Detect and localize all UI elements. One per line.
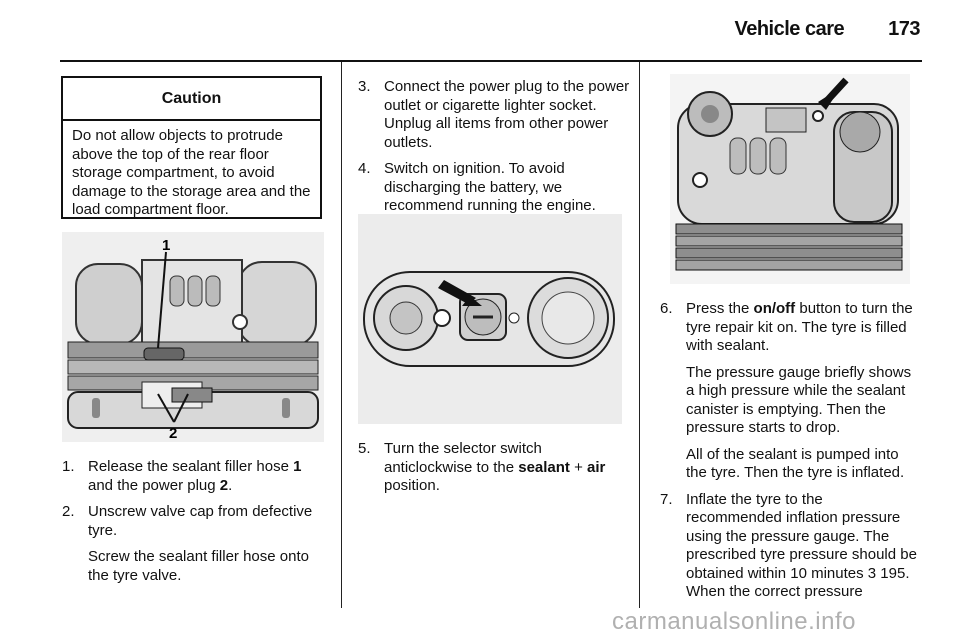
section-title: Vehicle care: [734, 18, 845, 40]
step-subtext: The pressure gauge briefly shows a high …: [686, 363, 912, 437]
step-5: 5. Turn the selector switch anticlockwis…: [358, 440, 630, 496]
keyword-sealant: sealant: [518, 458, 570, 476]
header-rule: [60, 60, 922, 62]
figure-on-off-button: [670, 74, 910, 284]
on-off-illustration: [670, 74, 910, 284]
step-text: Switch on ignition. To avoid discharging…: [384, 160, 596, 214]
step-text: +: [569, 458, 588, 476]
step-subtext: All of the sealant is pumped into the ty…: [686, 445, 905, 482]
step-number: 7.: [660, 490, 673, 508]
column-divider-1: [341, 62, 342, 608]
keyword-on-off: on/off: [753, 300, 796, 317]
ref-1: 1: [293, 458, 302, 475]
step-number: 2.: [62, 503, 75, 520]
caution-box: Caution Do not allow objects to protrude…: [61, 76, 322, 219]
figure-selector-switch: [358, 214, 622, 424]
column-2-steps: 3. Connect the power plug to the power o…: [358, 78, 630, 224]
step-number: 6.: [660, 300, 673, 317]
step-text: Turn the selector switch anticlockwise t…: [384, 440, 542, 476]
step-text: Connect the power plug to the power outl…: [384, 78, 630, 151]
page-ref-icon[interactable]: 3: [867, 564, 877, 582]
step-text: 195. When the correct pressure: [686, 564, 910, 601]
ref-2: 2: [219, 476, 229, 494]
step-text: Press the: [686, 300, 754, 317]
step-3: 3. Connect the power plug to the power o…: [358, 78, 630, 152]
step-text: .: [228, 476, 233, 494]
column-3-steps: 6. Press the on/off button to turn the t…: [660, 300, 922, 610]
step-7: 7. Inflate the tyre to the recommended i…: [660, 491, 922, 602]
step-text: button to turn the tyre repair kit on. T…: [686, 300, 913, 354]
compressor-hose-illustration: 1 2: [62, 232, 324, 442]
selector-switch-illustration: [358, 214, 622, 424]
column-2-step-5: 5. Turn the selector switch anticlockwis…: [358, 440, 630, 504]
step-text: and the power plug: [88, 476, 220, 494]
step-number: 1.: [62, 458, 75, 475]
keyword-air: air: [587, 458, 606, 476]
step-text: Inflate the tyre to the recommended infl…: [686, 490, 917, 582]
watermark: carmanualsonline.info: [612, 608, 856, 635]
step-6: 6. Press the on/off button to turn the t…: [660, 300, 922, 483]
figure-compressor-hose: 1 2: [62, 232, 324, 442]
step-4: 4. Switch on ignition. To avoid discharg…: [358, 160, 630, 216]
step-subtext: Screw the sealant filler hose onto the t…: [88, 548, 309, 584]
step-2: 2. Unscrew valve cap from defective tyre…: [62, 503, 324, 585]
step-text: Release the sealant filler hose: [88, 458, 294, 475]
step-number: 5.: [358, 440, 371, 457]
caution-text: Do not allow objects to protrude above t…: [72, 127, 311, 218]
caution-title: Caution: [63, 78, 320, 121]
figure-label-2: 2: [169, 425, 177, 442]
page-header: Vehicle care 173: [734, 18, 920, 41]
figure-label-1: 1: [162, 237, 170, 254]
column-divider-2: [639, 62, 640, 608]
column-1-steps: 1. Release the sealant filler hose 1 and…: [62, 458, 324, 593]
step-1: 1. Release the sealant filler hose 1 and…: [62, 458, 324, 495]
step-number: 4.: [358, 160, 371, 177]
step-number: 3.: [358, 78, 371, 95]
step-text: Unscrew valve cap from defective tyre.: [88, 503, 313, 539]
page-number: 173: [888, 18, 920, 40]
step-text: position.: [384, 477, 440, 494]
